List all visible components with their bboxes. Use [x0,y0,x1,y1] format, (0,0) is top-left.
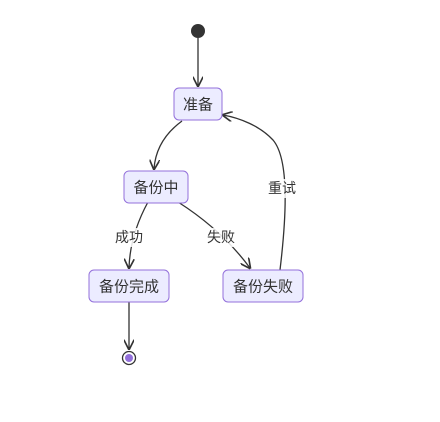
edge-failed-to-prepare [223,115,286,271]
state-prepare: 准备 [173,87,223,121]
state-backup-failed-label: 备份失败 [233,278,293,296]
transition-success: 成功 [111,228,147,247]
transition-retry: 重试 [264,179,300,198]
state-backing-up: 备份中 [123,170,189,204]
state-backup-failed: 备份失败 [222,269,304,303]
transition-failure-label: 失败 [207,230,235,246]
state-prepare-label: 准备 [183,96,213,114]
edge-prepare-to-backing-up [154,120,183,169]
transition-success-label: 成功 [115,230,143,246]
transition-retry-label: 重试 [268,181,296,197]
state-backup-complete: 备份完成 [88,269,170,303]
end-node-inner [125,354,133,362]
state-backing-up-label: 备份中 [133,179,178,197]
transition-failure: 失败 [203,228,239,247]
start-node [191,24,205,38]
state-backup-complete-label: 备份完成 [99,278,159,296]
